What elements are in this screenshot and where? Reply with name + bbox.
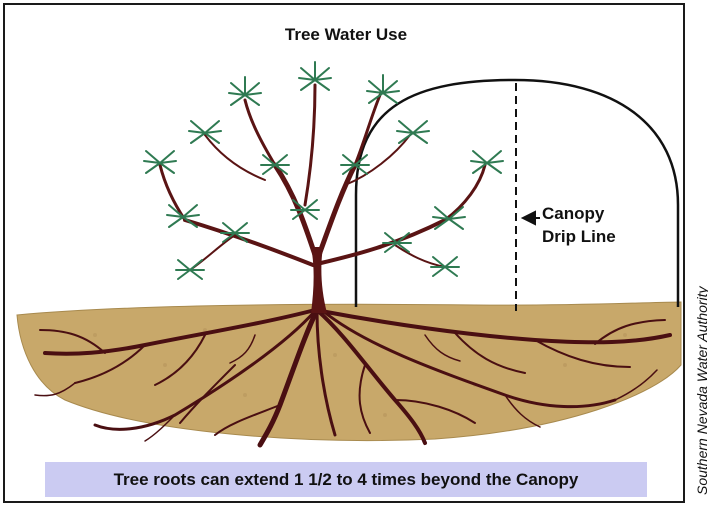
arrow-icon [523,212,540,224]
diagram-frame: Tree Water Use Canopy Drip Line Tree roo… [3,3,685,503]
drip-line-label: Canopy Drip Line [542,202,616,248]
drip-line-label-line1: Canopy [542,202,616,225]
drip-line-label-line2: Drip Line [542,225,616,248]
soil-ground [17,302,681,440]
caption-bar: Tree roots can extend 1 1/2 to 4 times b… [45,462,647,497]
branches [160,85,485,270]
caption-text: Tree roots can extend 1 1/2 to 4 times b… [114,470,579,490]
credit-text: Southern Nevada Water Authority [694,286,708,495]
diagram-title: Tree Water Use [5,25,685,45]
tree-illustration [5,5,685,503]
